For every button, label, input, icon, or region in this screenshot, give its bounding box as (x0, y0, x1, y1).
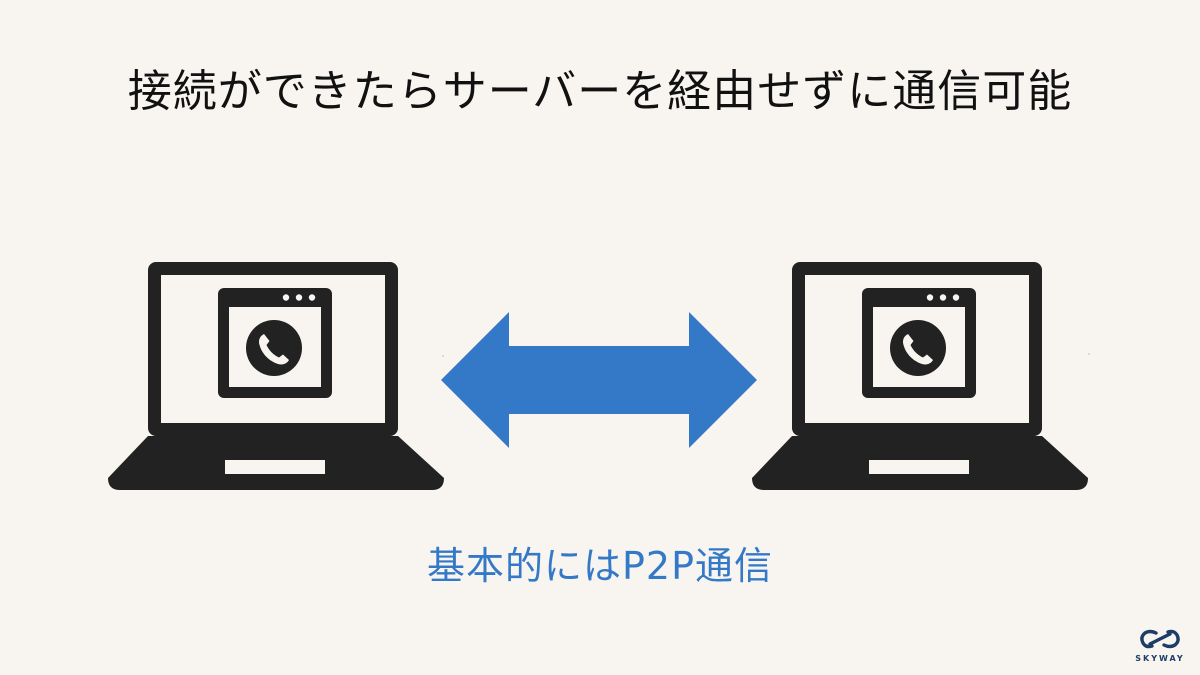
phone-icon (890, 320, 946, 376)
decorative-dot (442, 355, 444, 357)
slide-title: 接続ができたらサーバーを経由せずに通信可能 (127, 66, 1073, 117)
laptop-right-icon (752, 262, 1088, 490)
laptop-icon (752, 262, 1088, 490)
laptop-icon (108, 262, 444, 490)
infinity-logo-icon (1140, 629, 1180, 649)
double-headed-arrow-icon[interactable] (441, 312, 757, 448)
logo-text: SKYWAY (1135, 654, 1185, 663)
decorative-dot (1088, 353, 1090, 355)
laptop-left-icon (108, 262, 444, 490)
skyway-logo: SKYWAY (1128, 628, 1192, 672)
phone-icon (246, 320, 302, 376)
slide-subtitle: 基本的にはP2P通信 (426, 544, 773, 588)
